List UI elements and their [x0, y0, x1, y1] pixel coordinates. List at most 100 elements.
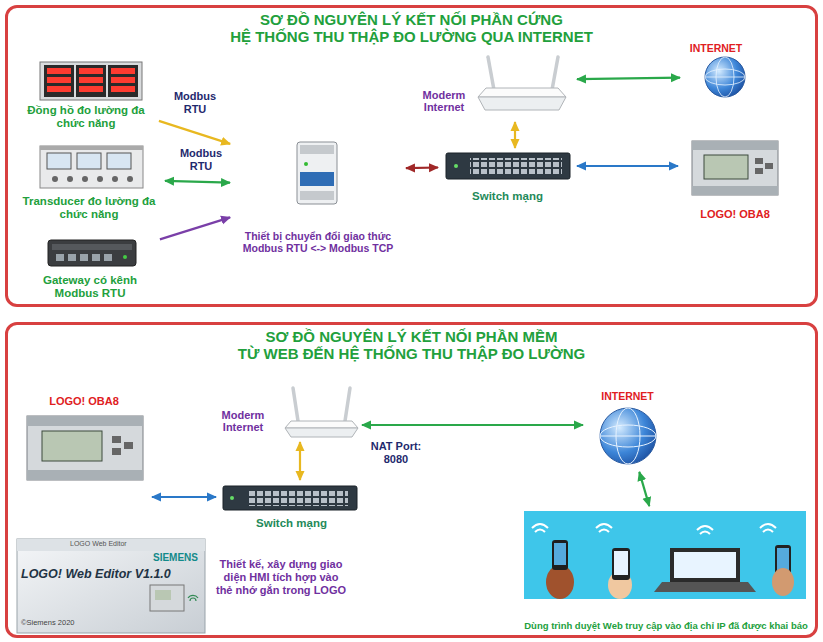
- converter-illustration: [297, 142, 337, 204]
- converter-illustration: [300, 145, 334, 154]
- web-users-illustration: [772, 568, 794, 596]
- modem-illustration: [478, 57, 566, 110]
- transducer-illustration: [67, 176, 73, 182]
- network-switch: Switch mạng: [440, 150, 575, 205]
- meter-illustration: [111, 77, 135, 83]
- web-users-illustration: [760, 524, 776, 532]
- panel-title: HỆ THỐNG THU THẬP ĐO LƯỜNG QUA INTERNET: [230, 29, 593, 46]
- modem-illustration: [285, 421, 358, 428]
- switch-illustration: [470, 158, 562, 174]
- switch-illustration: [223, 486, 357, 510]
- plc-illustration: [692, 141, 778, 150]
- node-label: SIEMENS: [153, 552, 198, 564]
- meter-illustration: [108, 65, 138, 97]
- plc-illustration: [112, 448, 121, 455]
- plc-illustration: [692, 186, 778, 195]
- meter-illustration: [47, 86, 71, 92]
- node-label: Dùng trình duyệt Web truy cập vào địa ch…: [524, 621, 808, 632]
- web-users-illustration: [654, 582, 756, 592]
- switch-illustration: [446, 153, 570, 179]
- web-users-illustration: [670, 548, 740, 582]
- node-label: Đồng hồ đo lường đa chức năng: [17, 104, 155, 130]
- node-label: Switch mạng: [256, 517, 327, 530]
- gateway-device: Gateway có kênh Modbus RTU: [22, 236, 158, 302]
- web-users-illustration: [612, 548, 630, 580]
- node-label: INTERNET: [690, 42, 743, 54]
- meter-illustration: [44, 65, 74, 97]
- plc-illustration: [765, 163, 773, 169]
- modem-illustration: [285, 428, 358, 437]
- gateway-illustration: [68, 254, 76, 261]
- connector-arrow: [406, 166, 438, 169]
- converter-illustration: [300, 191, 334, 200]
- plc-illustration: [755, 168, 763, 174]
- internet-cloud: INTERNET: [585, 388, 670, 470]
- transducer-illustration: [40, 146, 143, 188]
- node-label: LOGO! Web Editor V1.1.0: [21, 567, 203, 581]
- web-users-illustration: [552, 540, 568, 570]
- node-label: Switch mạng: [472, 190, 543, 203]
- plc-illustration: [692, 141, 778, 195]
- internet-modem: Moderm Internet: [205, 383, 360, 440]
- web-users-illustration: [524, 511, 806, 599]
- diagram-panel: SƠ ĐỒ NGUYÊN LÝ KẾT NỐI PHẦN MỀMTỪ WEB Đ…: [5, 322, 818, 638]
- software-screenshot: [17, 539, 205, 551]
- connector-arrow: [165, 181, 230, 183]
- software-screenshot: [188, 595, 198, 601]
- node-label: LOGO Web Editor: [70, 540, 200, 548]
- meter-illustration: [79, 77, 103, 83]
- globe-illustration: [705, 69, 745, 85]
- software-screenshot: LOGO Web EditorSIEMENS LOGO! Web Editor V…: [15, 537, 207, 634]
- meter-illustration: [111, 86, 135, 92]
- plc-illustration: [704, 155, 748, 179]
- diagram-panel: SƠ ĐỒ NGUYÊN LÝ KẾT NỐI PHẦN CỨNGHỆ THỐN…: [5, 5, 818, 307]
- transducer-illustration: [107, 153, 131, 169]
- meter-illustration: [40, 62, 142, 100]
- connector-arrow: [577, 165, 678, 167]
- modem-illustration: [478, 88, 566, 97]
- modem-illustration: [345, 388, 350, 421]
- switch-illustration: [230, 496, 234, 500]
- meter-illustration: [79, 68, 103, 74]
- plc-illustration: [42, 431, 102, 461]
- software-screenshot: [17, 539, 205, 633]
- transducer-illustration: [40, 146, 143, 150]
- node-label: INTERNET: [601, 390, 654, 402]
- web-users-illustration: [777, 548, 789, 570]
- gateway-illustration: [48, 240, 136, 266]
- modem-illustration: [293, 388, 298, 421]
- software-screenshot: [17, 539, 205, 633]
- edge-label: Modbus RTU: [172, 147, 230, 172]
- gateway-illustration: [123, 255, 127, 259]
- plc-illustration: [692, 141, 778, 195]
- plc-controller: LOGO! OBA8: [680, 138, 790, 223]
- panel-title: TỪ WEB ĐẾN HỆ THỐNG THU THẬP ĐO LƯỜNG: [238, 346, 585, 363]
- transducer-device: Transducer đo lường đa chức năng: [15, 143, 163, 223]
- software-screenshot: [155, 590, 171, 600]
- modem-illustration: [478, 97, 566, 110]
- meter-illustration: [79, 86, 103, 92]
- node-label: ©Siemens 2020: [21, 619, 74, 628]
- web-users-illustration: [596, 524, 612, 532]
- internet-modem: Moderm Internet: [410, 55, 575, 120]
- connector-arrow: [514, 122, 516, 148]
- web-users-illustration: [674, 552, 736, 578]
- globe-illustration: [600, 436, 656, 437]
- connector-arrow: [362, 424, 583, 426]
- internet-cloud: INTERNET: [682, 40, 750, 102]
- gateway-illustration: [56, 254, 64, 261]
- panel-title: SƠ ĐỒ NGUYÊN LÝ KẾT NỐI PHẦN MỀM: [266, 329, 558, 346]
- meter-illustration: [76, 65, 106, 97]
- meter-illustration: [111, 68, 135, 74]
- converter-illustration: [300, 172, 334, 186]
- network-switch: Switch mạng: [218, 482, 365, 532]
- node-label: Moderm Internet: [207, 409, 279, 434]
- connector-arrow: [577, 78, 680, 80]
- plc-illustration: [755, 158, 763, 164]
- caption-note: Thiết kế, xây dựng giao diện HMI tích hợ…: [215, 558, 347, 598]
- panel-title: SƠ ĐỒ NGUYÊN LÝ KẾT NỐI PHẦN CỨNG: [260, 12, 563, 29]
- meter-illustration: [40, 62, 142, 100]
- meter-illustration: [47, 68, 71, 74]
- transducer-illustration: [112, 176, 118, 182]
